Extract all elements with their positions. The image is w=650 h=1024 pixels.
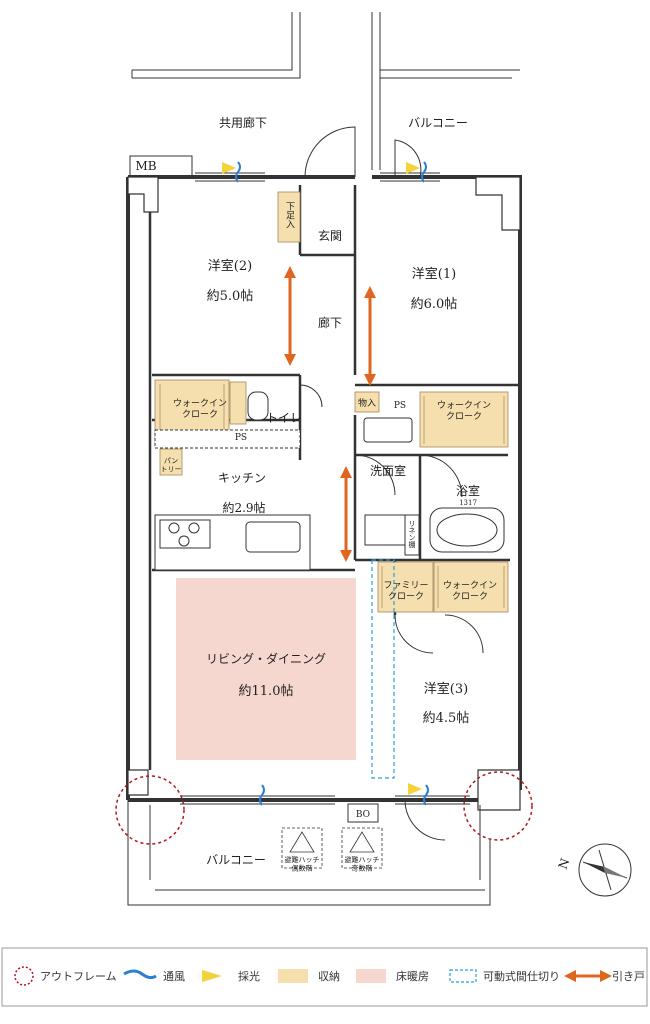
vent-markers: [235, 161, 429, 806]
walkin-closet-3: [433, 561, 509, 613]
legend-item-partition: 可動式間仕切り: [449, 969, 560, 983]
label-hatch-even: 避難ハッチ偶数階: [285, 855, 320, 872]
vent-icon: [123, 969, 157, 980]
label-wic1: ウォークインクローク: [437, 400, 491, 422]
balcony-bottom-outline: [127, 800, 491, 906]
sliding-arrows: [284, 266, 376, 562]
legend-outframe-label: アウトフレーム: [40, 970, 117, 983]
label-bedroom2-name: 洋室(2): [208, 258, 252, 274]
bo-box: [347, 803, 379, 823]
label-kitchen: キッチン: [218, 471, 266, 485]
label-pantry: パントリー: [161, 457, 182, 473]
label-washroom: 洗面室: [370, 463, 406, 478]
legend-partition-label: 可動式間仕切り: [483, 969, 560, 983]
shoe-storage: [277, 191, 301, 243]
sink: [245, 521, 301, 553]
legend-item-outframe: アウトフレーム: [14, 966, 117, 986]
label-linen: リネン棚: [408, 520, 416, 549]
compass-n-label: N: [556, 856, 573, 871]
label-bedroom3-size: 約4.5帖: [423, 711, 470, 726]
label-living-size: 約11.0帖: [239, 684, 294, 699]
toilet-storage: [229, 381, 247, 425]
label-entrance: 玄関: [318, 228, 342, 243]
label-hatch-odd: 避難ハッチ奇数階: [345, 855, 380, 872]
light-icon: [202, 970, 222, 982]
windows: [180, 172, 470, 805]
storage-swatch: [278, 969, 308, 983]
label-bedroom2-size: 約5.0帖: [207, 289, 254, 304]
label-ps1: PS: [394, 401, 406, 411]
label-hallway: 廊下: [318, 315, 342, 330]
legend-light-label: 採光: [238, 969, 260, 983]
doors: [299, 126, 484, 841]
kitchen-fixtures: [154, 429, 311, 571]
legend-item-storage: 収納: [278, 969, 340, 983]
floor-heating-swatch: [356, 969, 386, 983]
exterior-lines: [131, 12, 520, 170]
label-bo: BO: [356, 810, 370, 820]
storage-closet: [354, 391, 380, 413]
legend: アウトフレーム 通風 採光 収納 床暖房 可動式間仕切り 引き戸: [1, 947, 648, 1007]
walkin-closet-1: [419, 391, 509, 448]
pantry: [159, 448, 183, 476]
label-storage: 物入: [358, 397, 376, 409]
compass-icon: [578, 843, 632, 897]
label-kitchen-size: 約2.9帖: [222, 500, 265, 515]
label-shoe-storage: 下足入: [284, 202, 295, 229]
label-mb: MB: [135, 159, 156, 173]
light-markers: [222, 162, 422, 795]
wall-columns: [127, 176, 521, 811]
partition-icon: [449, 969, 477, 983]
kitchen-counter-back: [154, 429, 301, 449]
bath-fixtures: [247, 391, 505, 556]
label-common-corridor: 共用廊下: [219, 115, 267, 130]
toilet-bowl: [247, 391, 269, 421]
label-wic2: ウォークインクローク: [173, 398, 227, 420]
outframe-icon: [14, 966, 34, 986]
washer: [364, 514, 406, 546]
legend-floor-heating-label: 床暖房: [396, 969, 429, 983]
label-bedroom1-name: 洋室(1): [412, 266, 456, 282]
legend-storage-label: 収納: [318, 970, 340, 983]
legend-item-vent: 通風: [123, 969, 185, 983]
washbasin: [363, 417, 413, 443]
label-bedroom3-name: 洋室(3): [424, 681, 468, 697]
label-balcony-bottom: バルコニー: [206, 853, 266, 867]
label-balcony-top: バルコニー: [408, 116, 468, 130]
movable-partition: [371, 559, 395, 779]
legend-sliding-label: 引き戸: [612, 969, 645, 983]
inner-walls: [148, 185, 520, 770]
legend-vent-label: 通風: [163, 970, 185, 983]
linen-shelf: [404, 514, 420, 556]
closet-details: [159, 384, 505, 608]
label-bedroom1-size: 約6.0帖: [411, 297, 458, 312]
storage-areas: [154, 191, 509, 613]
label-bath: 浴室: [456, 483, 480, 498]
label-wic3: ウォークインクローク: [443, 580, 497, 602]
family-closet: [377, 561, 434, 613]
legend-item-floor-heating: 床暖房: [356, 969, 429, 983]
label-living-name: リビング・ダイニング: [206, 651, 326, 666]
outframe-circles: [115, 771, 533, 845]
label-bath-size: 1317: [459, 499, 477, 507]
label-toilet: トイレ: [266, 411, 302, 425]
floor-heating-area: [176, 578, 356, 760]
label-ps2: PS: [235, 433, 247, 443]
escape-hatches: [281, 827, 383, 869]
legend-item-light: 採光: [202, 969, 260, 983]
label-family-closet: ファミリークローク: [383, 581, 428, 602]
legend-item-sliding: 引き戸: [564, 969, 645, 983]
